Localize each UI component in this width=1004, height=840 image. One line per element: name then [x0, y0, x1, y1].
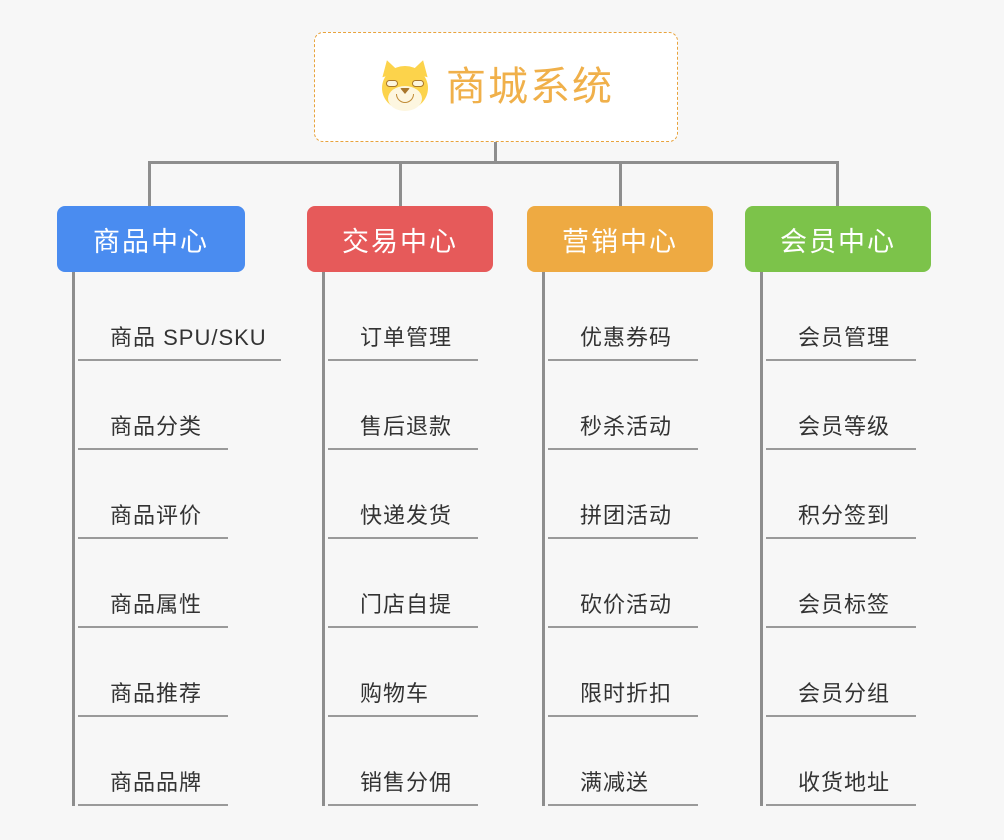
leaf-label: 商品属性 — [110, 592, 203, 617]
category-header-1[interactable]: 交易中心 — [307, 206, 493, 272]
list-item[interactable]: 门店自提 — [328, 539, 478, 628]
leaf-label: 商品 SPU/SKU — [110, 325, 267, 350]
category-column-3: 会员中心 会员管理 会员等级 积分签到 会员标签 会员分组 收货地址 — [745, 206, 931, 806]
leaf-label: 会员等级 — [798, 414, 891, 439]
category-header-3[interactable]: 会员中心 — [745, 206, 931, 272]
leaf-label: 订单管理 — [360, 325, 453, 350]
list-item[interactable]: 会员管理 — [766, 272, 916, 361]
connector-stem — [494, 142, 497, 163]
leaf-label: 商品分类 — [110, 414, 203, 439]
list-item[interactable]: 售后退款 — [328, 361, 478, 450]
connector-drop-1 — [148, 161, 151, 208]
category-column-2: 营销中心 优惠券码 秒杀活动 拼团活动 砍价活动 限时折扣 满减送 — [527, 206, 713, 806]
category-header-2[interactable]: 营销中心 — [527, 206, 713, 272]
list-item[interactable]: 销售分佣 — [328, 717, 478, 806]
leaf-label: 积分签到 — [798, 503, 891, 528]
list-item[interactable]: 购物车 — [328, 628, 478, 717]
category-column-1: 交易中心 订单管理 售后退款 快递发货 门店自提 购物车 销售分佣 — [307, 206, 493, 806]
leaf-list-3: 会员管理 会员等级 积分签到 会员标签 会员分组 收货地址 — [760, 272, 931, 806]
leaf-label: 售后退款 — [360, 414, 453, 439]
leaf-label: 秒杀活动 — [580, 414, 673, 439]
list-item[interactable]: 秒杀活动 — [548, 361, 698, 450]
leaf-label: 商品推荐 — [110, 681, 203, 706]
list-item[interactable]: 商品推荐 — [78, 628, 228, 717]
list-item[interactable]: 拼团活动 — [548, 450, 698, 539]
category-label: 会员中心 — [780, 226, 896, 257]
list-item[interactable]: 会员等级 — [766, 361, 916, 450]
connector-drop-2 — [399, 161, 402, 208]
list-item[interactable]: 商品 SPU/SKU — [78, 272, 281, 361]
list-item[interactable]: 积分签到 — [766, 450, 916, 539]
connector-drop-4 — [836, 161, 839, 208]
list-item[interactable]: 会员标签 — [766, 539, 916, 628]
leaf-label: 优惠券码 — [580, 325, 673, 350]
leaf-label: 购物车 — [360, 681, 430, 706]
leaf-label: 门店自提 — [360, 592, 453, 617]
leaf-label: 快递发货 — [360, 503, 453, 528]
connector-drop-3 — [619, 161, 622, 208]
connector-bus — [148, 161, 839, 164]
list-item[interactable]: 会员分组 — [766, 628, 916, 717]
category-header-0[interactable]: 商品中心 — [57, 206, 245, 272]
category-label: 营销中心 — [562, 226, 678, 257]
leaf-label: 销售分佣 — [360, 770, 453, 795]
list-item[interactable]: 商品属性 — [78, 539, 228, 628]
leaf-list-2: 优惠券码 秒杀活动 拼团活动 砍价活动 限时折扣 满减送 — [542, 272, 713, 806]
leaf-list-1: 订单管理 售后退款 快递发货 门店自提 购物车 销售分佣 — [322, 272, 493, 806]
root-title: 商城系统 — [446, 65, 614, 109]
list-item[interactable]: 商品分类 — [78, 361, 228, 450]
list-item[interactable]: 快递发货 — [328, 450, 478, 539]
list-item[interactable]: 订单管理 — [328, 272, 478, 361]
list-item[interactable]: 限时折扣 — [548, 628, 698, 717]
list-item[interactable]: 收货地址 — [766, 717, 916, 806]
list-item[interactable]: 商品品牌 — [78, 717, 228, 806]
list-item[interactable]: 商品评价 — [78, 450, 228, 539]
leaf-label: 会员管理 — [798, 325, 891, 350]
leaf-label: 收货地址 — [798, 770, 891, 795]
list-item[interactable]: 优惠券码 — [548, 272, 698, 361]
leaf-label: 会员分组 — [798, 681, 891, 706]
leaf-label: 砍价活动 — [580, 592, 673, 617]
leaf-label: 满减送 — [580, 770, 650, 795]
leaf-label: 拼团活动 — [580, 503, 673, 528]
leaf-label: 限时折扣 — [580, 681, 673, 706]
root-node[interactable]: 商城系统 — [314, 32, 678, 142]
category-label: 交易中心 — [342, 226, 458, 257]
category-column-0: 商品中心 商品 SPU/SKU 商品分类 商品评价 商品属性 商品推荐 商品品牌 — [57, 206, 281, 806]
leaf-list-0: 商品 SPU/SKU 商品分类 商品评价 商品属性 商品推荐 商品品牌 — [72, 272, 281, 806]
list-item[interactable]: 砍价活动 — [548, 539, 698, 628]
leaf-label: 商品评价 — [110, 503, 203, 528]
leaf-label: 商品品牌 — [110, 770, 203, 795]
list-item[interactable]: 满减送 — [548, 717, 698, 806]
dog-face-icon — [378, 57, 432, 114]
category-label: 商品中心 — [93, 226, 209, 257]
leaf-label: 会员标签 — [798, 592, 891, 617]
